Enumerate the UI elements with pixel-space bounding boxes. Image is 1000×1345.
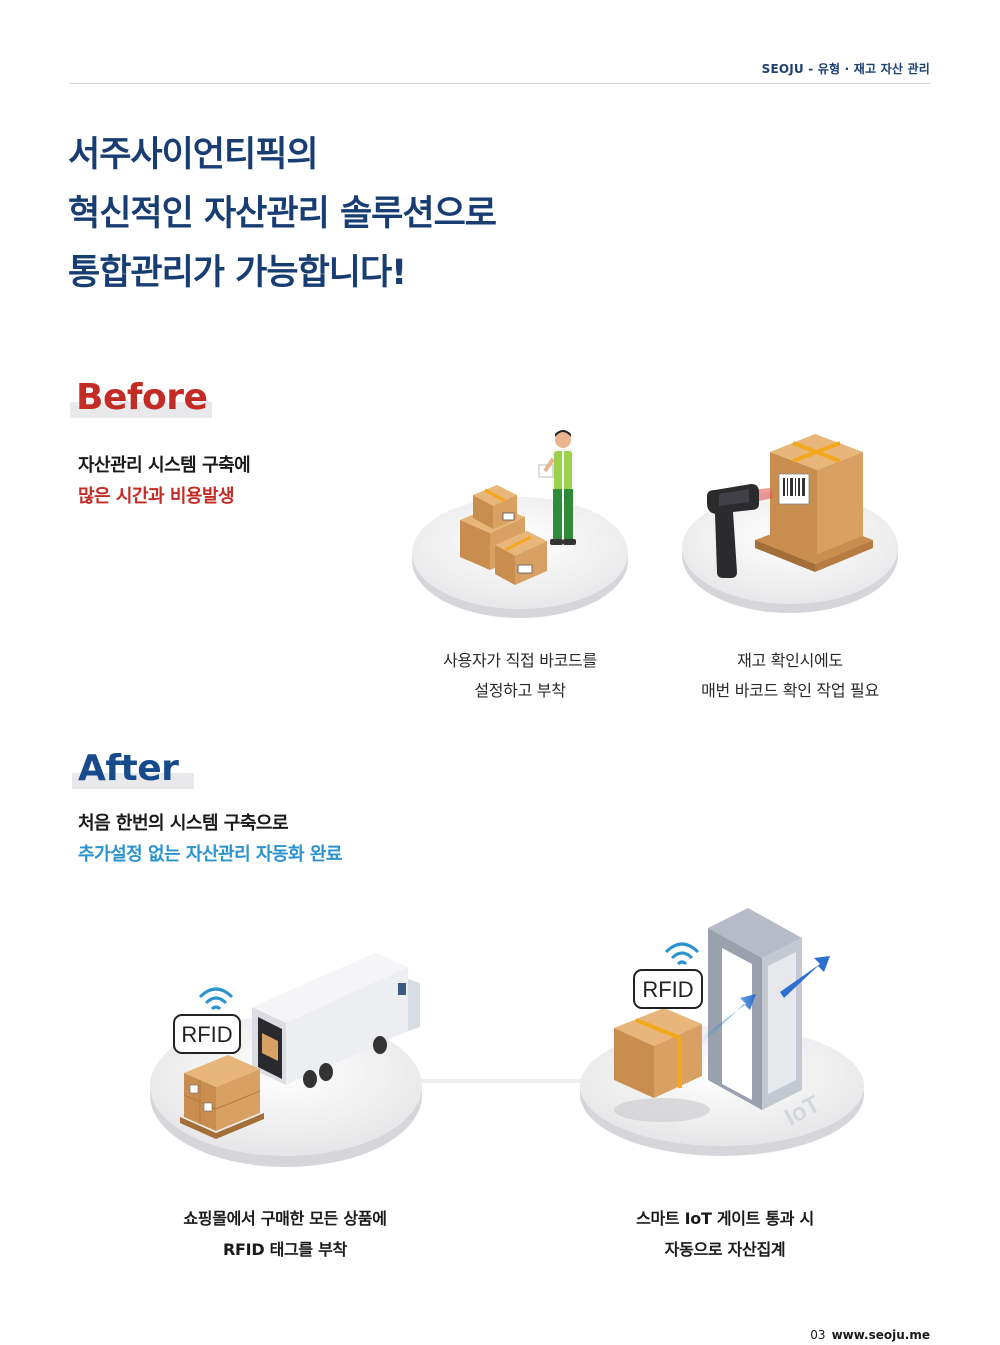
barcode-scanner-icon [707, 484, 773, 578]
after-desc-line-1: 처음 한번의 시스템 구축으로 [78, 813, 289, 834]
worker-barcode-illustration [412, 430, 628, 618]
box-stack-icon [460, 485, 547, 585]
rfid-tag-icon: RFID [173, 987, 241, 1054]
after-caption-2: 스마트 IoT 게이트 통과 시 자동으로 자산집계 [590, 1203, 860, 1265]
rfid-tag-icon: RFID [633, 942, 703, 1009]
page-number: 03 [810, 1328, 826, 1342]
rfid-tag-label: RFID [181, 1022, 232, 1047]
before-caption-1: 사용자가 직접 바코드를 설정하고 부착 [410, 646, 630, 706]
after-caption-1-line-2: RFID 태그를 부착 [223, 1240, 347, 1259]
iot-gate-icon [708, 908, 802, 1110]
headline-line-2: 혁신적인 자산관리 솔루션으로 [68, 194, 497, 234]
before-caption-2: 재고 확인시에도 매번 바코드 확인 작업 필요 [670, 646, 910, 706]
before-caption-1-line-1: 사용자가 직접 바코드를 [443, 651, 597, 670]
website-link[interactable]: www.seoju.me [831, 1328, 930, 1342]
page-headline: 서주사이언티픽의 혁신적인 자산관리 솔루션으로 통합관리가 가능합니다! [68, 126, 497, 303]
after-caption-1: 쇼핑몰에서 구매한 모든 상품에 RFID 태그를 부착 [150, 1203, 420, 1265]
pallet-boxes-icon [180, 1055, 264, 1139]
after-desc-line-2: 추가설정 없는 자산관리 자동화 완료 [78, 844, 342, 865]
before-caption-1-line-2: 설정하고 부착 [474, 681, 566, 700]
worker-icon [538, 430, 576, 545]
before-caption-2-line-1: 재고 확인시에도 [737, 651, 843, 670]
after-caption-2-line-2: 자동으로 자산집계 [664, 1240, 786, 1259]
before-label: Before [70, 378, 212, 418]
before-desc-line-2: 많은 시간과 비용발생 [78, 486, 235, 507]
after-label: After [72, 749, 194, 789]
after-caption-2-line-1: 스마트 IoT 게이트 통과 시 [636, 1209, 814, 1228]
platform-connector [400, 1079, 600, 1083]
after-description: 처음 한번의 시스템 구축으로 추가설정 없는 자산관리 자동화 완료 [78, 808, 342, 870]
page-footer: 03 www.seoju.me [810, 1328, 930, 1342]
header-breadcrumb: SEOJU - 유형 · 재고 자산 관리 [761, 62, 930, 76]
headline-line-1: 서주사이언티픽의 [68, 135, 319, 175]
iot-gate-illustration: IoT RFID [580, 908, 864, 1156]
truck-icon [252, 953, 420, 1088]
before-desc-line-1: 자산관리 시스템 구축에 [78, 455, 251, 476]
box-icon [614, 1008, 710, 1122]
header-divider [70, 83, 930, 84]
before-caption-2-line-2: 매번 바코드 확인 작업 필요 [701, 681, 879, 700]
rfid-tag-label: RFID [642, 977, 693, 1002]
rfid-truck-illustration: RFID [150, 953, 422, 1167]
scanner-illustration [682, 434, 898, 613]
after-caption-1-line-1: 쇼핑몰에서 구매한 모든 상품에 [183, 1209, 387, 1228]
box-icon [770, 434, 863, 554]
before-description: 자산관리 시스템 구축에 많은 시간과 비용발생 [78, 450, 251, 512]
headline-line-3: 통합관리가 가능합니다! [68, 253, 407, 293]
